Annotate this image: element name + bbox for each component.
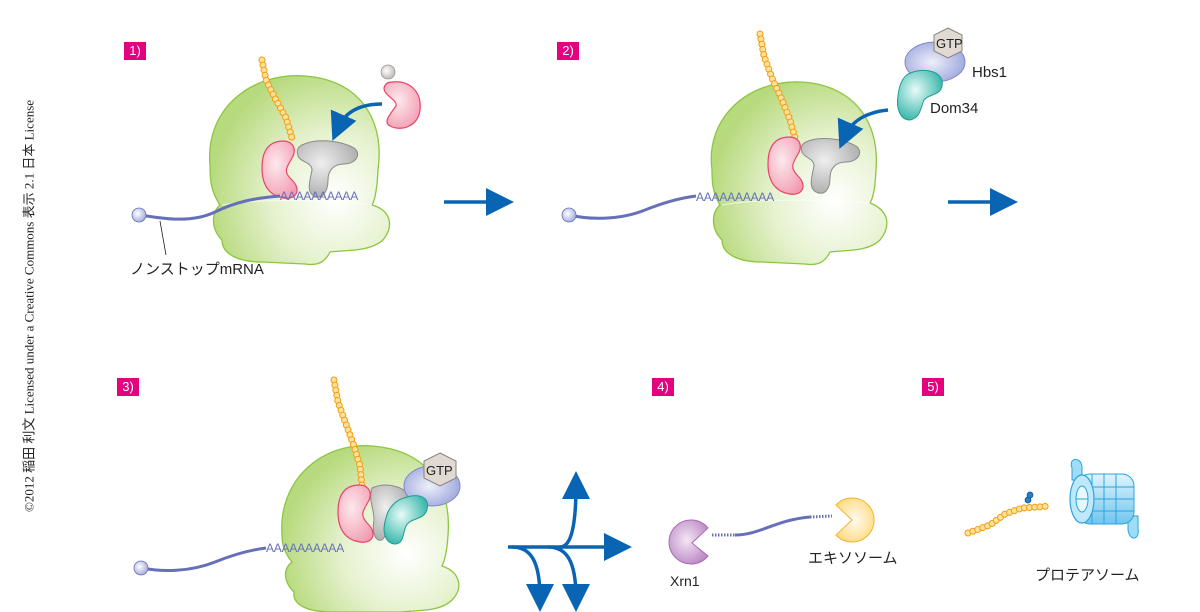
mrna-label-leader xyxy=(159,220,167,256)
mrna-3 xyxy=(141,546,267,572)
step-4-group xyxy=(668,497,875,565)
amino-acid-bead xyxy=(288,133,296,141)
step-badge-1: 1) xyxy=(124,42,146,60)
step-1-group: AAAAAAAAAA xyxy=(131,56,421,266)
trna-pink-1 xyxy=(261,140,298,199)
mrna-cap-3 xyxy=(133,560,149,576)
hbs1-label: Hbs1 xyxy=(972,64,1008,81)
gtp-hexagon-3 xyxy=(423,452,457,487)
mrna-1 xyxy=(139,194,281,221)
ubiquitin-tag-2 xyxy=(1026,491,1034,499)
binding-arrow-1 xyxy=(330,102,383,141)
release-factor-cap-1 xyxy=(380,64,396,80)
step-3-group: GTP AAAAAAAAAA xyxy=(133,376,461,612)
trna-pink-3 xyxy=(337,484,374,543)
poly-a-tail-1: AAAAAAAAAA xyxy=(280,189,358,203)
mrna-2 xyxy=(569,194,697,220)
dom34-protein-2 xyxy=(897,70,943,121)
dom34-protein-3 xyxy=(383,495,428,545)
step-badge-3: 3) xyxy=(117,378,139,396)
step-2-group: GTP AAAAAAAAAA xyxy=(561,27,966,266)
ribosome-2 xyxy=(710,81,888,266)
mrna-cap-1 xyxy=(131,207,147,223)
exosome-label: エキソソーム xyxy=(808,550,898,567)
gtp-hexagon-2 xyxy=(933,27,963,59)
exosome-enzyme xyxy=(835,497,875,543)
gtp-label-2: GTP xyxy=(936,36,963,51)
proteasome-label: プロテアソーム xyxy=(1035,567,1140,584)
trna-gray-1 xyxy=(296,140,359,198)
gtp-label-3: GTP xyxy=(426,463,453,478)
degraded-mrna-3prime xyxy=(809,514,833,519)
ribosome-1 xyxy=(209,75,391,266)
step-badge-5: 5) xyxy=(922,378,944,396)
mrna-fragment xyxy=(734,515,811,537)
xrn1-label: Xrn1 xyxy=(670,573,700,589)
dom34-label: Dom34 xyxy=(930,100,979,117)
nonstop-mrna-label: ノンストップmRNA xyxy=(130,261,264,278)
incoming-trna-1 xyxy=(383,81,421,129)
branching-arrow xyxy=(508,471,632,612)
proteasome xyxy=(1069,459,1139,539)
step-5-group xyxy=(964,459,1139,539)
xrn1-enzyme xyxy=(668,519,709,565)
peptide-chain-1 xyxy=(258,56,296,141)
trna-pink-2 xyxy=(767,136,804,195)
amino-acid-bead xyxy=(1041,502,1049,510)
poly-a-tail-2: AAAAAAAAAA xyxy=(696,190,774,204)
mrna-cap-2 xyxy=(561,207,577,223)
step-badge-4: 4) xyxy=(652,378,674,396)
binding-arrow-2 xyxy=(837,108,889,149)
peptide-chain-5 xyxy=(964,502,1049,537)
poly-a-tail-3: AAAAAAAAAA xyxy=(266,541,344,555)
step-badge-2: 2) xyxy=(557,42,579,60)
